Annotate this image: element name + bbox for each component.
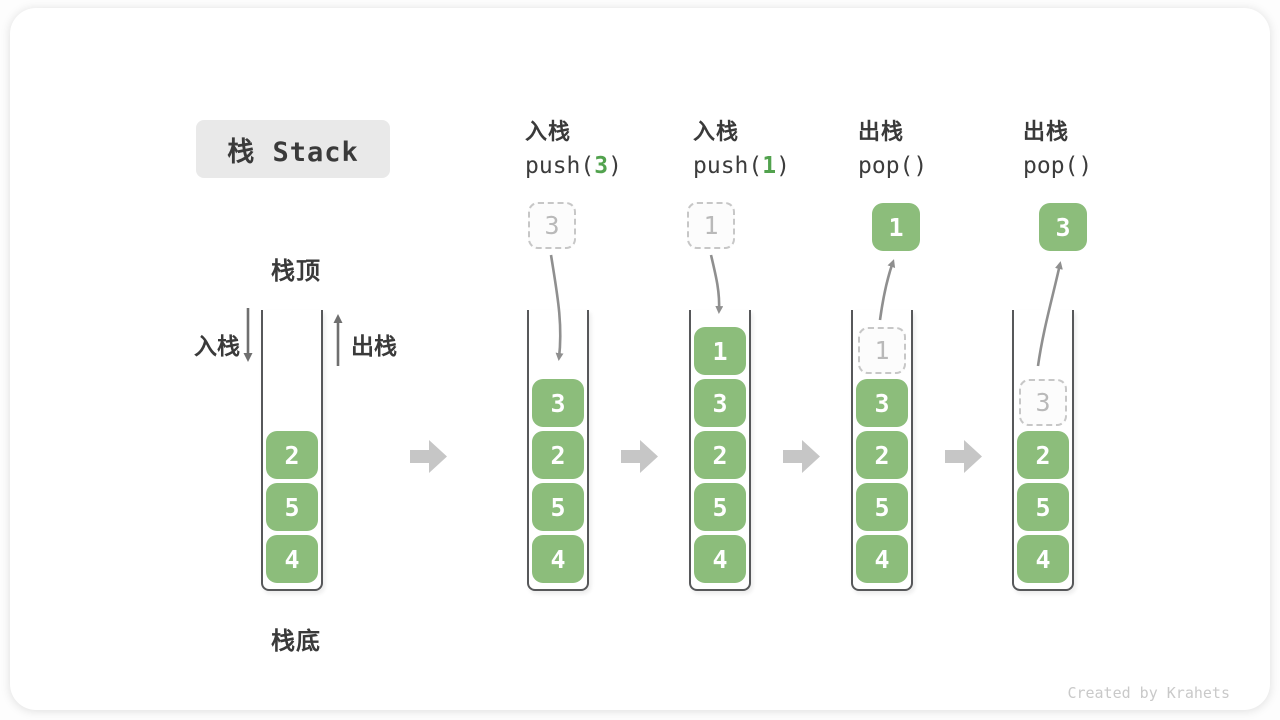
op-header-pop1: 出栈 pop() xyxy=(858,114,927,179)
op-name: 出栈 xyxy=(858,120,905,145)
stack-bottom-label: 栈底 xyxy=(271,627,321,655)
op-name: 入栈 xyxy=(693,120,740,145)
op-code-pre: pop( xyxy=(1023,153,1079,179)
op-code-post: ) xyxy=(913,153,928,179)
ghost-cell: 1 xyxy=(858,327,906,374)
op-code-pre: push( xyxy=(693,153,763,179)
stack-cell: 4 xyxy=(694,535,746,583)
ghost-cell: 3 xyxy=(1019,379,1067,426)
op-header-pop3: 出栈 pop() xyxy=(1023,114,1092,179)
stack-cell: 2 xyxy=(266,431,318,479)
stack-cell: 3 xyxy=(694,379,746,427)
stack-cell: 4 xyxy=(856,535,908,583)
stack-cell: 5 xyxy=(694,483,746,531)
op-code: push(1) xyxy=(693,153,790,179)
op-code-post: ) xyxy=(608,153,622,179)
stack-cell: 3 xyxy=(532,379,584,427)
stack-cell: 2 xyxy=(694,431,746,479)
stack-cell: 5 xyxy=(856,483,908,531)
stack-cell: 2 xyxy=(856,431,908,479)
flow-arrow-icon xyxy=(410,440,447,473)
op-code: pop() xyxy=(1023,153,1092,179)
op-code: pop() xyxy=(858,153,927,179)
curved-arrow-push1-icon xyxy=(709,254,724,314)
title-text: 栈 Stack xyxy=(227,136,359,168)
title-badge: 栈 Stack xyxy=(196,120,390,178)
op-code-post: ) xyxy=(1078,153,1093,179)
stack-cell: 4 xyxy=(1017,535,1069,583)
watermark: Created by Krahets xyxy=(1067,684,1230,702)
stack-top-label: 栈顶 xyxy=(271,257,321,285)
op-code-pre: push( xyxy=(525,153,595,179)
op-code-post: ) xyxy=(776,153,790,179)
pop-side-label: 出栈 xyxy=(351,334,397,360)
op-code: push(3) xyxy=(525,153,622,179)
op-code-arg: 3 xyxy=(594,153,609,179)
incoming-cell: 3 xyxy=(528,202,576,249)
flow-arrow-icon xyxy=(945,440,982,473)
stack-cell: 2 xyxy=(532,431,584,479)
op-name: 入栈 xyxy=(525,120,572,145)
push-side-label: 入栈 xyxy=(194,334,240,360)
op-code-arg: 1 xyxy=(762,153,777,179)
stack-cell: 4 xyxy=(532,535,584,583)
diagram-card: 栈 Stack 栈顶 栈底 入栈 出栈 入栈 push(3) 入栈 push(1… xyxy=(10,8,1270,710)
stack-cell: 5 xyxy=(266,483,318,531)
op-header-push3: 入栈 push(3) xyxy=(525,114,622,179)
op-code-pre: pop( xyxy=(858,153,914,179)
stack-cell: 2 xyxy=(1017,431,1069,479)
stack-cell: 1 xyxy=(694,327,746,375)
incoming-cell: 1 xyxy=(687,202,735,249)
flow-arrow-icon xyxy=(783,440,820,473)
popped-cell: 3 xyxy=(1039,203,1087,251)
stack-cell: 3 xyxy=(856,379,908,427)
op-name: 出栈 xyxy=(1023,120,1070,145)
stack-cell: 5 xyxy=(1017,483,1069,531)
stack-cell: 5 xyxy=(532,483,584,531)
flow-arrow-icon xyxy=(621,440,658,473)
op-header-push1: 入栈 push(1) xyxy=(693,114,790,179)
stack-cell: 4 xyxy=(266,535,318,583)
popped-cell: 1 xyxy=(872,203,920,251)
